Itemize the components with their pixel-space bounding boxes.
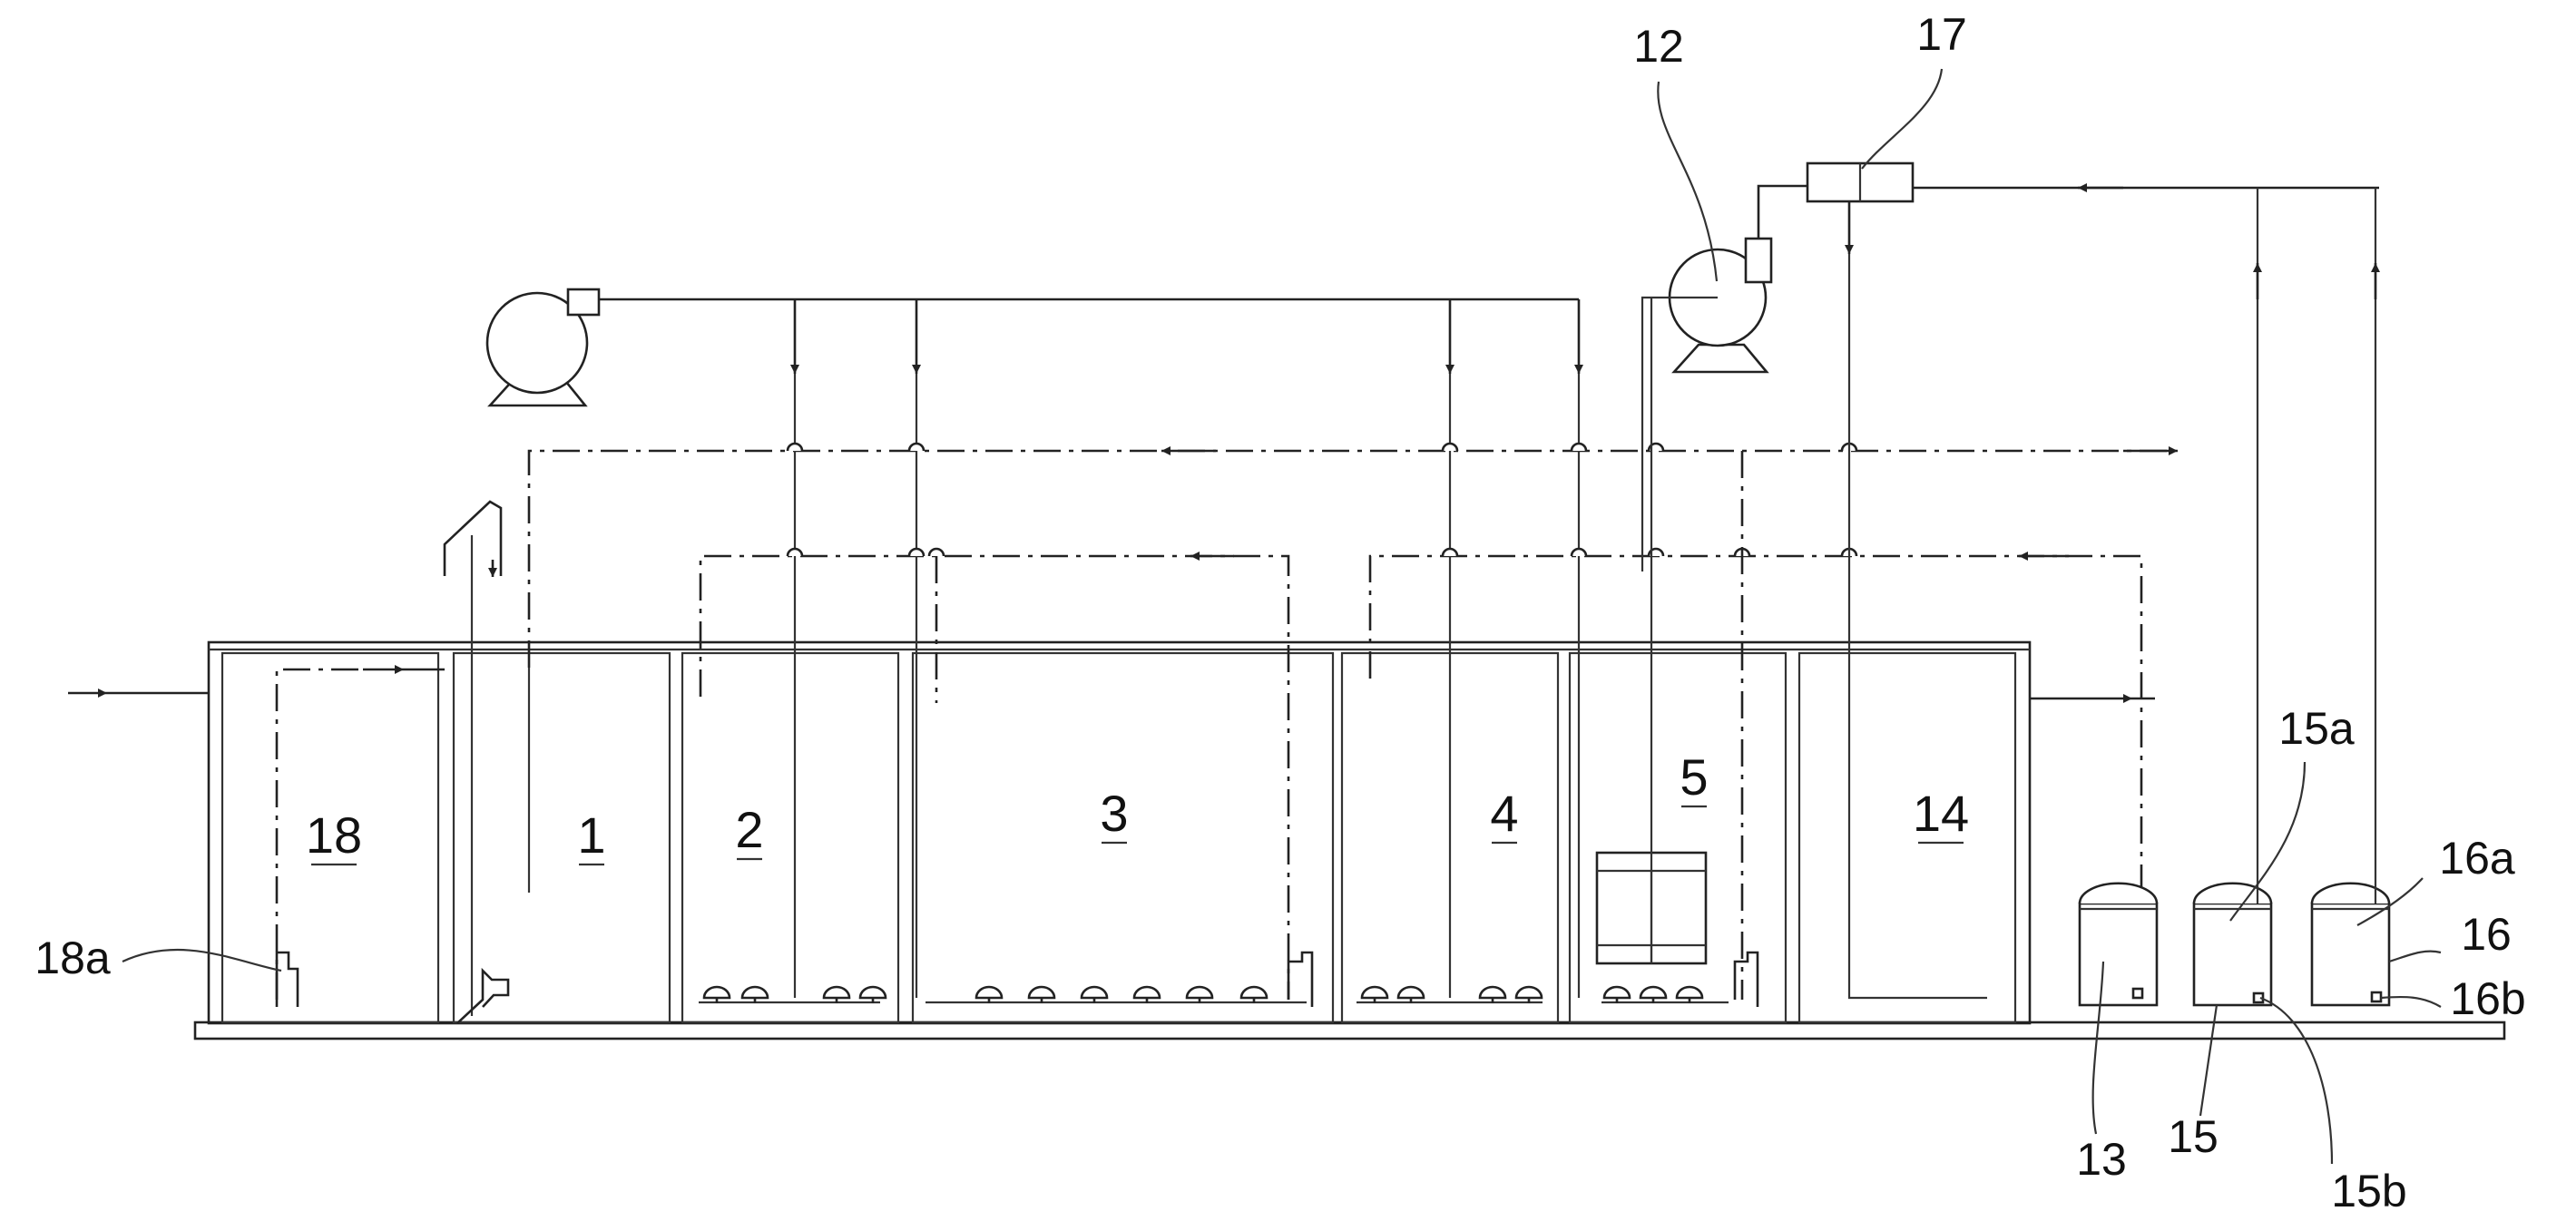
tank-1-label: 1	[577, 806, 605, 864]
diffuser-head	[1675, 985, 1704, 1003]
leader-18a	[122, 949, 282, 972]
mixer-to-tank14-pipe	[1847, 254, 1987, 1000]
ref-label-15: 15	[2168, 1111, 2218, 1162]
diffuser-head	[702, 985, 731, 1003]
tank-2-wall	[681, 651, 900, 1024]
leader-16	[2388, 950, 2442, 963]
pump-12	[1668, 237, 1773, 374]
lift-device-bottom	[456, 967, 510, 1024]
lift-device-top	[443, 500, 503, 576]
blower-left	[485, 288, 601, 407]
tank-3-outlet-weir	[1287, 951, 1314, 1007]
diffuser-head	[1239, 985, 1268, 1003]
leader-13	[2091, 961, 2105, 1135]
tank-3-wall	[911, 651, 1335, 1024]
ref-label-13: 13	[2076, 1134, 2127, 1185]
chemical-tank-15	[2192, 882, 2273, 1007]
leader-15b	[2259, 996, 2334, 1165]
leader-16b	[2380, 995, 2442, 1008]
diffuser-head	[1514, 985, 1543, 1003]
tank-3-label: 3	[1100, 785, 1128, 842]
tank-4-label: 4	[1490, 785, 1518, 842]
pipe-crossovers	[786, 442, 1858, 557]
ref-label-16: 16	[2461, 909, 2512, 960]
pump-12-suction	[1641, 296, 1718, 571]
pump-12-discharge	[1757, 184, 1807, 239]
ref-label-15a: 15a	[2278, 703, 2355, 754]
tank-1-wall	[452, 651, 671, 1024]
ref-label-16a: 16a	[2439, 833, 2515, 884]
tank-18-pump-18a	[275, 951, 299, 1007]
diffuser-head	[1360, 985, 1389, 1003]
chemical-tank-13	[2078, 882, 2159, 1007]
diffuser-head	[1602, 985, 1631, 1003]
base-slab	[193, 1021, 2506, 1040]
sludge-return-line-lower-b	[1368, 554, 2143, 1000]
diffuser-heads	[702, 985, 1704, 1003]
blower-left-outlet	[566, 288, 601, 317]
tank-18-label: 18	[306, 806, 362, 864]
ref-label-18a: 18a	[34, 933, 111, 983]
tank-5-wall	[1568, 651, 1788, 1024]
diffuser-head	[975, 985, 1004, 1003]
ref-label-15b: 15b	[2331, 1166, 2406, 1216]
tank-18-transfer-line	[275, 668, 363, 1000]
tank-5-label: 5	[1680, 748, 1708, 806]
diffuser-head	[1639, 985, 1668, 1003]
tank-2-label: 2	[735, 801, 763, 858]
diffuser-head	[1396, 985, 1425, 1003]
diffuser-head	[1185, 985, 1214, 1003]
leader-17	[1861, 68, 1944, 170]
leader-12	[1657, 81, 1719, 282]
diffuser-head	[858, 985, 887, 1003]
tank-14-wall	[1797, 651, 2017, 1024]
pump-12-outlet	[1744, 237, 1773, 284]
diffuser-head	[1080, 985, 1109, 1003]
pump-12-base	[1671, 343, 1769, 374]
tank-14-label: 14	[1913, 785, 1969, 842]
tank-18-wall	[220, 651, 440, 1024]
ref-label-16b: 16b	[2450, 973, 2525, 1024]
leader-15a	[2229, 761, 2307, 922]
diffuser-head	[822, 985, 851, 1003]
diffuser-head	[1027, 985, 1056, 1003]
chemical-tank-16	[2310, 882, 2391, 1007]
ref-label-12: 12	[1633, 21, 1684, 72]
air-drops	[790, 299, 1583, 998]
diffuser-head	[1478, 985, 1507, 1003]
ref-label-17: 17	[1916, 9, 1967, 60]
blower-left-body	[485, 291, 589, 395]
diffuser-head	[1132, 985, 1161, 1003]
sludge-return-line-upper	[527, 449, 2169, 668]
tank-5-outlet-weir	[1733, 951, 1759, 1007]
diffuser-head	[740, 985, 769, 1003]
leader-15	[2199, 1004, 2218, 1117]
sludge-return-line-lower-a	[699, 554, 1290, 1000]
leader-16a	[2356, 877, 2424, 926]
